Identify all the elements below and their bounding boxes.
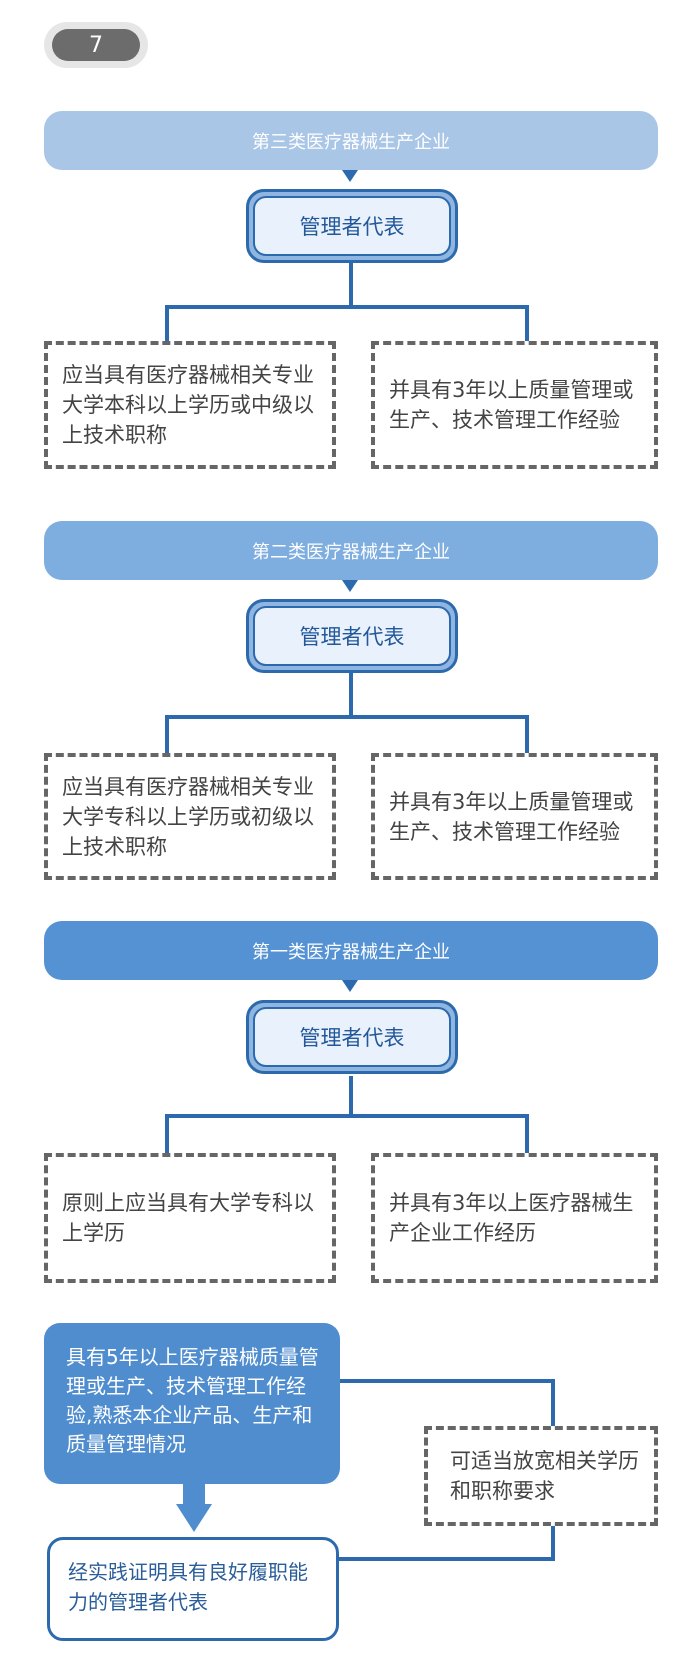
experience-box-text: 具有5年以上医疗器械质量管理或生产、技术管理工作经验,熟悉本企业产品、生产和质量… [66, 1345, 319, 1456]
role-box: 管理者代表 [246, 599, 458, 673]
connector [165, 715, 169, 754]
relax-text: 可适当放宽相关学历和职称要求 [450, 1449, 639, 1503]
connector [165, 305, 529, 309]
banner-class-3: 第三类医疗器械生产企业 [44, 111, 658, 170]
connector [337, 1557, 555, 1561]
role-box: 管理者代表 [246, 189, 458, 263]
banner-class-2: 第二类医疗器械生产企业 [44, 521, 658, 580]
arrow-down-icon [342, 170, 358, 182]
connector [338, 1379, 555, 1383]
experience-text: 并具有3年以上质量管理或生产、技术管理工作经验 [389, 789, 634, 844]
arrow-down-icon [342, 980, 358, 992]
connector [551, 1379, 555, 1427]
experience-text: 并具有3年以上质量管理或生产、技术管理工作经验 [389, 378, 634, 432]
education-text: 应当具有医疗器械相关专业大学本科以上学历或中级以上技术职称 [62, 363, 314, 447]
proven-representative-box: 经实践证明具有良好履职能力的管理者代表 [47, 1537, 339, 1641]
education-text: 应当具有医疗器械相关专业大学专科以上学历或初级以上技术职称 [62, 774, 314, 859]
connector [165, 1114, 529, 1118]
connector [165, 1114, 169, 1154]
experience-box: 具有5年以上医疗器械质量管理或生产、技术管理工作经验,熟悉本企业产品、生产和质量… [44, 1323, 340, 1484]
arrow-down-icon [183, 1483, 205, 1505]
experience-text: 并具有3年以上医疗器械生产企业工作经历 [389, 1191, 634, 1245]
connector [551, 1525, 555, 1561]
role-box: 管理者代表 [246, 1000, 458, 1074]
connector [349, 263, 353, 309]
role-label: 管理者代表 [253, 196, 451, 256]
education-requirement: 原则上应当具有大学专科以上学历 [44, 1153, 336, 1283]
education-text: 原则上应当具有大学专科以上学历 [62, 1191, 314, 1245]
proven-text: 经实践证明具有良好履职能力的管理者代表 [68, 1560, 308, 1614]
experience-requirement: 并具有3年以上医疗器械生产企业工作经历 [371, 1153, 658, 1283]
banner-class-1: 第一类医疗器械生产企业 [44, 921, 658, 980]
section-number: 7 [52, 29, 140, 61]
connector [525, 305, 529, 342]
connector [349, 673, 353, 719]
connector [165, 305, 169, 342]
arrow-down-icon [176, 1504, 212, 1532]
connector [525, 715, 529, 754]
role-label: 管理者代表 [253, 606, 451, 666]
role-label: 管理者代表 [253, 1007, 451, 1067]
arrow-down-icon [342, 580, 358, 592]
relax-requirement-box: 可适当放宽相关学历和职称要求 [424, 1426, 658, 1526]
education-requirement: 应当具有医疗器械相关专业大学专科以上学历或初级以上技术职称 [44, 753, 336, 880]
education-requirement: 应当具有医疗器械相关专业大学本科以上学历或中级以上技术职称 [44, 341, 336, 469]
connector [165, 715, 529, 719]
experience-requirement: 并具有3年以上质量管理或生产、技术管理工作经验 [371, 341, 658, 469]
connector [525, 1114, 529, 1154]
connector [349, 1076, 353, 1118]
experience-requirement: 并具有3年以上质量管理或生产、技术管理工作经验 [371, 753, 658, 880]
